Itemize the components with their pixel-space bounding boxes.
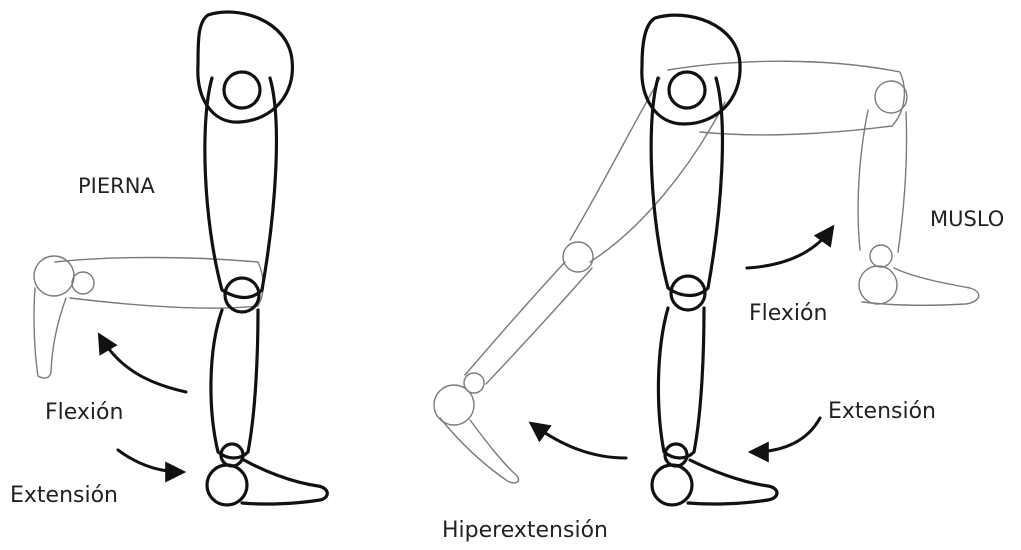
right-leg-figure [434, 15, 979, 505]
left-hip-oval [198, 12, 293, 122]
right-extension-arrow [752, 418, 820, 452]
right-flexed-thigh-outline [668, 61, 979, 305]
left-shin [211, 310, 258, 458]
left-foot [242, 460, 327, 504]
left-extension-arrow [118, 450, 182, 472]
label-hiperextension: Hiperextensión [442, 518, 608, 543]
left-leg-figure [34, 12, 327, 505]
label-muslo: MUSLO [930, 207, 1004, 231]
left-thigh [205, 78, 277, 298]
label-pierna: PIERNA [78, 174, 155, 198]
right-heel-joint [652, 465, 692, 505]
right-thigh [651, 78, 722, 296]
label-flexion-left: Flexión [45, 400, 123, 425]
label-flexion-right: Flexión [749, 301, 827, 326]
right-hyperextended-leg-outline [434, 78, 725, 483]
right-shin [658, 308, 704, 458]
right-hip-joint [669, 72, 705, 108]
right-foot [688, 460, 777, 504]
left-heel-joint [207, 465, 247, 505]
left-hip-joint [224, 72, 260, 108]
right-hyperextension-arrow [532, 424, 626, 458]
left-flexion-arrow [100, 336, 186, 392]
right-flexion-arrow [747, 228, 832, 268]
label-extension-left: Extensión [10, 483, 118, 508]
left-flexed-leg-outline [34, 256, 263, 378]
label-extension-right: Extensión [828, 399, 936, 424]
